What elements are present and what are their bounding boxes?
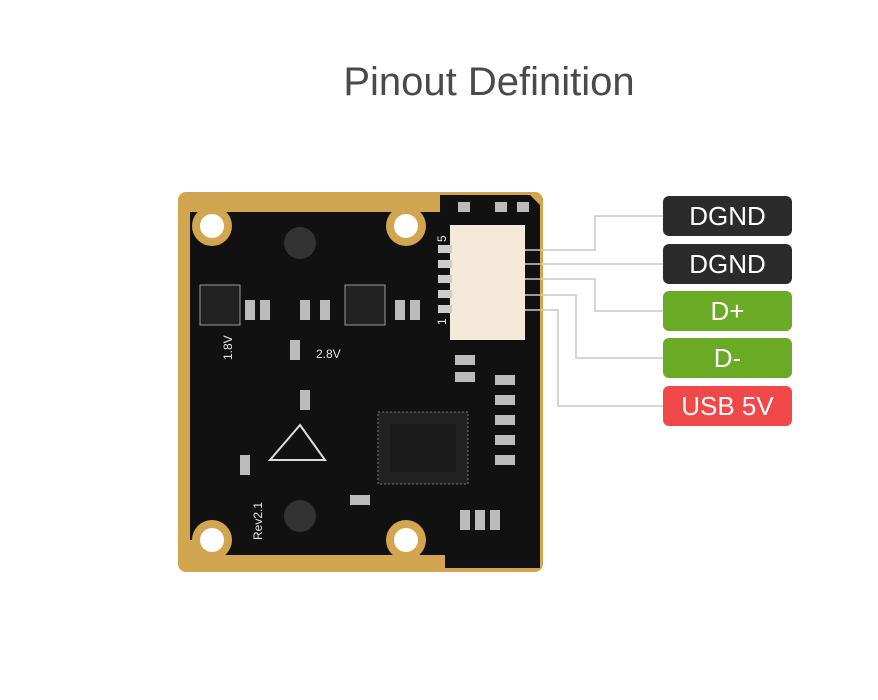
silk-rev: Rev2.1: [251, 502, 265, 540]
silk-pin5: 5: [435, 235, 449, 242]
pin-leader-lines: [525, 215, 663, 407]
pcb-board: 1.8V 2.8V Rev2.1 5 1: [178, 192, 543, 572]
pin-label-dgnd-2: DGND: [663, 244, 792, 284]
pin-label-dgnd-1: DGND: [663, 196, 792, 236]
connector: [450, 225, 525, 340]
silk-pin1: 1: [435, 318, 449, 325]
pin-label-dplus: D+: [663, 291, 792, 331]
page-title: Pinout Definition: [343, 60, 635, 104]
pin-label-dminus: D-: [663, 338, 792, 378]
silk-2v8: 2.8V: [316, 347, 341, 361]
screw-icon: [284, 227, 316, 259]
pin-label-usb5v: USB 5V: [663, 386, 792, 426]
screw-icon: [284, 500, 316, 532]
silk-1v8: 1.8V: [221, 335, 235, 360]
